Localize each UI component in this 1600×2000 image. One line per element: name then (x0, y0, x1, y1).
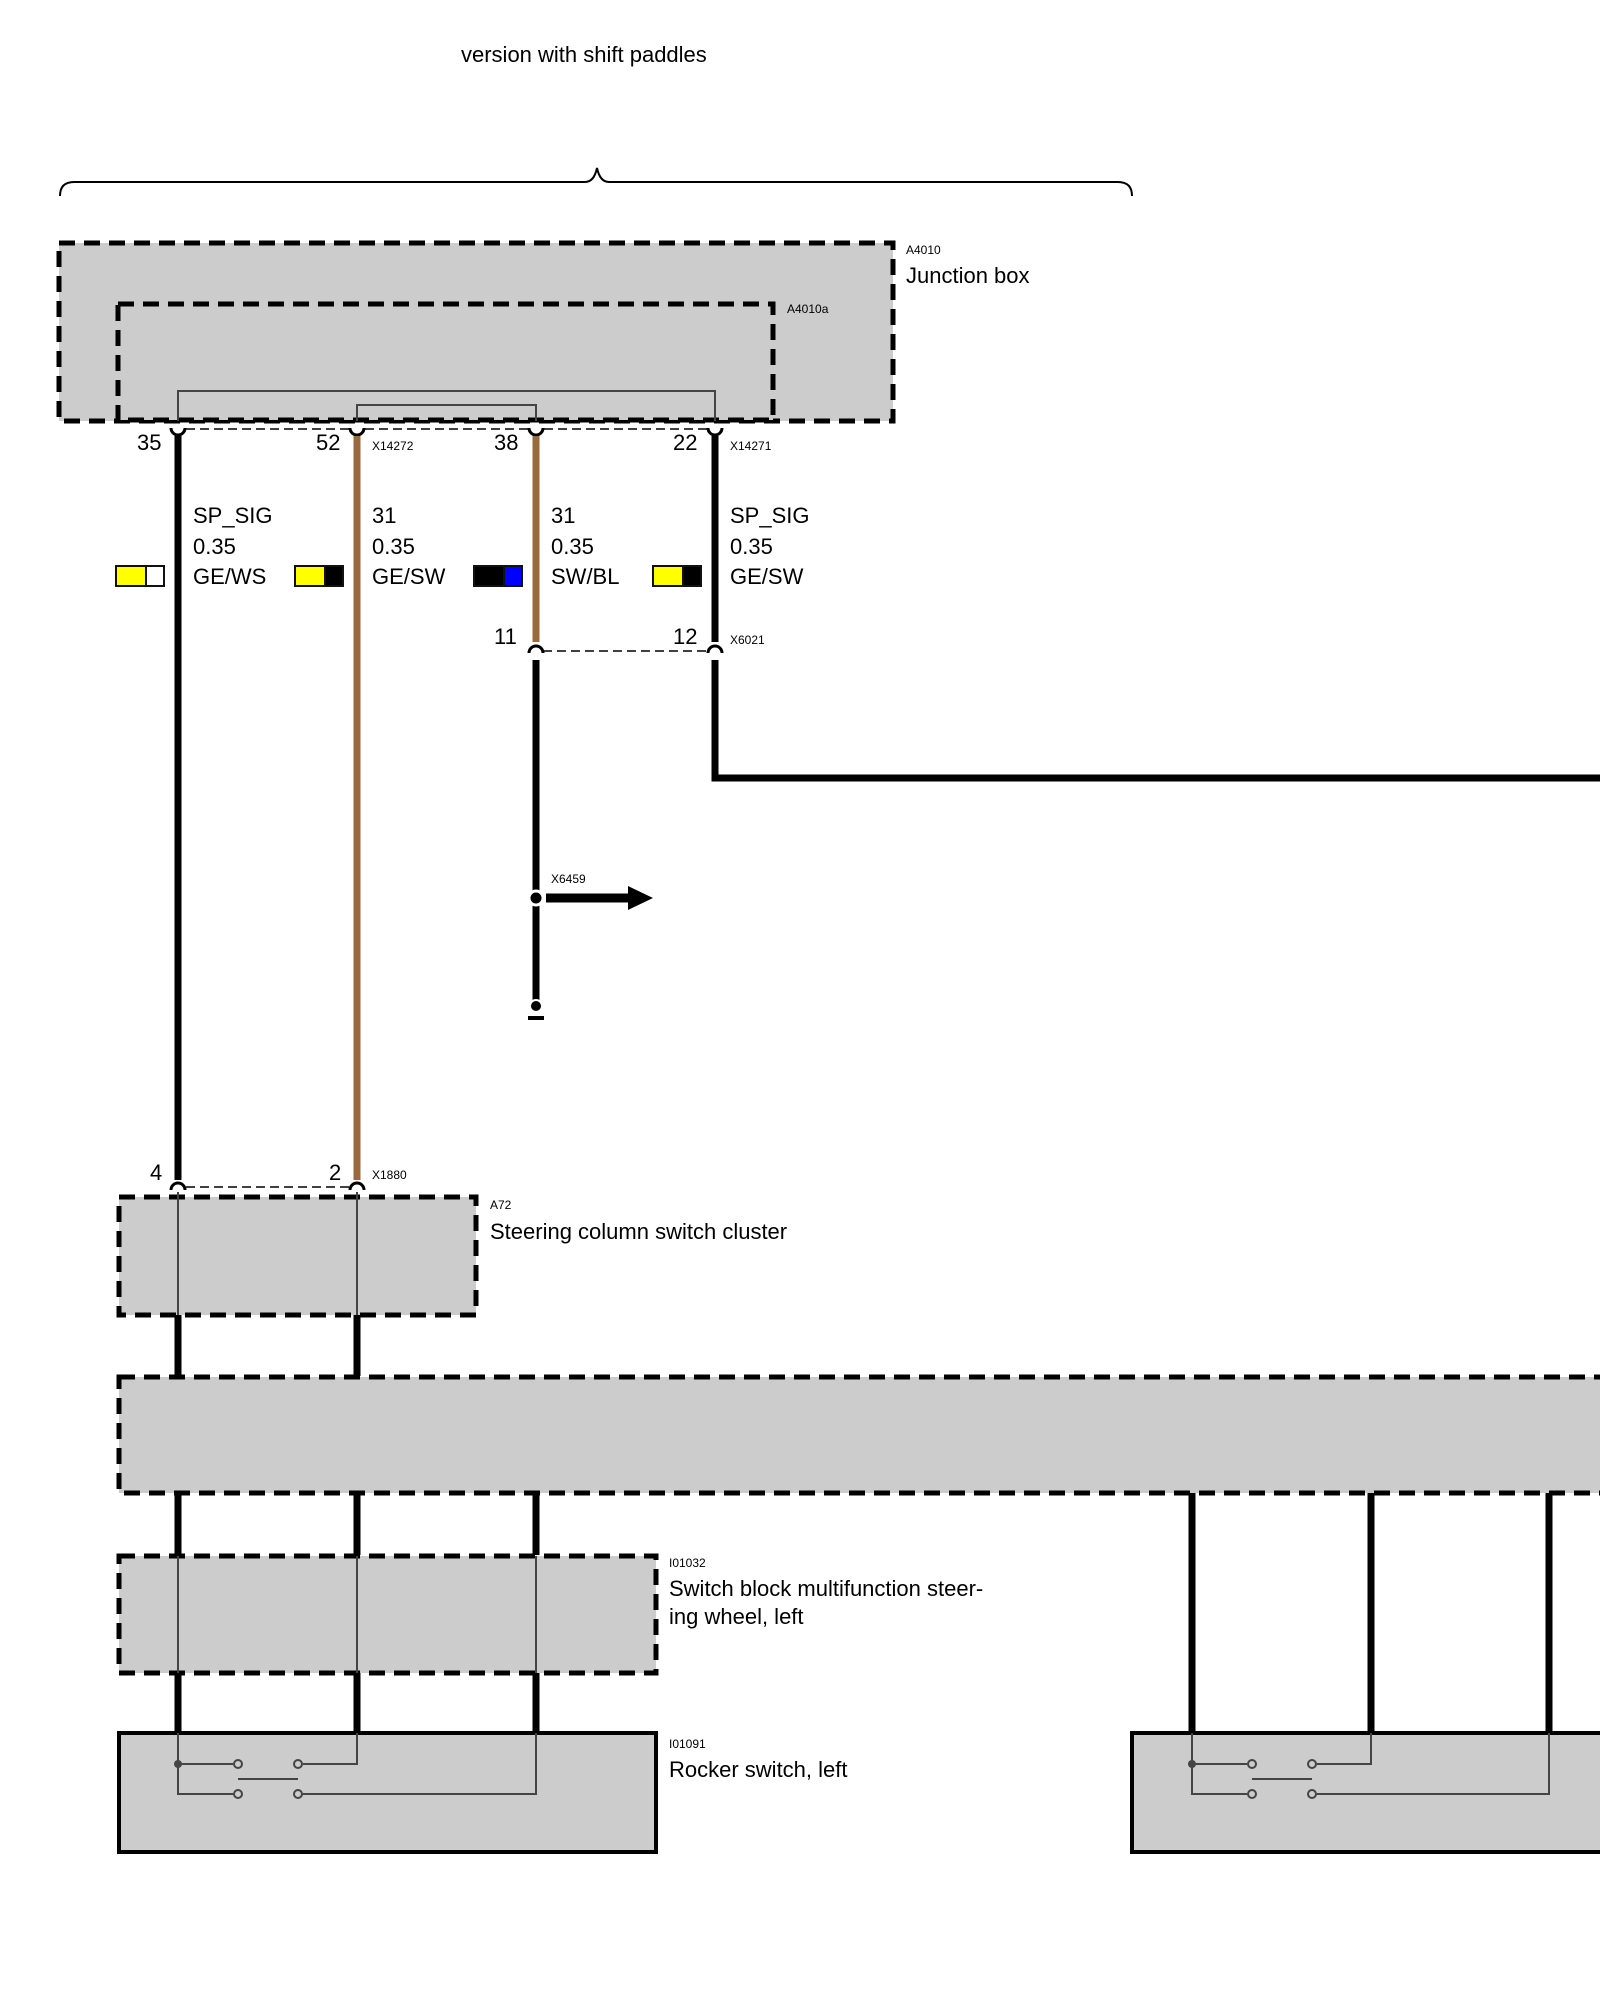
rocker-switch-left[interactable] (117, 1731, 658, 1854)
internal-bridge-52-38 (356, 404, 537, 421)
connector-x1880: X1880 (372, 1168, 407, 1182)
switch-block-name-line2: ing wheel, left (669, 1604, 804, 1629)
wire-terminal-bar (528, 1016, 544, 1020)
steering-column-name: Steering column switch cluster (490, 1219, 788, 1244)
wire-4-color: GE/SW (730, 564, 804, 589)
wheel-bus-component[interactable] (116, 1374, 1600, 1496)
rocker-switch-right[interactable] (1130, 1731, 1600, 1854)
wire-12-to-right[interactable] (711, 660, 1600, 782)
connector-x14272: X14272 (372, 439, 414, 453)
wire-3-signal: 31 (551, 503, 576, 528)
pin-cups-top (169, 427, 724, 437)
pin-cups-x1880 (169, 1181, 366, 1191)
wire-3-gauge: 0.35 (551, 534, 594, 559)
connector-x6459: X6459 (551, 872, 586, 886)
pin-52: 52 (316, 430, 341, 455)
wire-4-signal: SP_SIG (730, 503, 810, 528)
pin-22: 22 (673, 430, 698, 455)
pin-12: 12 (673, 624, 698, 649)
steering-column-ref: A72 (490, 1198, 512, 1212)
splice-x6459[interactable] (527, 889, 545, 907)
junction-box-sub-ref: A4010a (787, 302, 829, 316)
rocker-left-switch-icon (174, 1733, 537, 1799)
pin-38: 38 (494, 430, 519, 455)
rocker-right-switch-icon (1188, 1733, 1550, 1799)
switch-block-multifunction[interactable] (116, 1553, 659, 1676)
connector-x6021: X6021 (730, 633, 765, 647)
wire-1-color: GE/WS (193, 564, 267, 589)
grouping-brace (59, 167, 1133, 197)
switch-block-name-line1: Switch block multifunction steer- (669, 1576, 984, 1601)
pin-4: 4 (150, 1160, 163, 1185)
splice-arrow-icon (628, 886, 653, 910)
junction-box-ref: A4010 (906, 243, 941, 257)
wire-3-color-swatch (473, 565, 523, 587)
switch-block-ref: I01032 (669, 1556, 706, 1570)
wire-4-gauge: 0.35 (730, 534, 773, 559)
wire-2-color: GE/SW (372, 564, 446, 589)
rocker-switch-left-ref: I01091 (669, 1737, 706, 1751)
wire-terminal-end (529, 999, 543, 1013)
junction-box-sub[interactable] (115, 301, 776, 423)
wire-1-gauge: 0.35 (193, 534, 236, 559)
pin-cups-x6021 (527, 644, 724, 654)
steering-column-switch-cluster[interactable] (116, 1194, 479, 1318)
internal-bridge-35-22 (177, 390, 716, 421)
wire-2-gauge: 0.35 (372, 534, 415, 559)
pin-35: 35 (137, 430, 162, 455)
wire-2-signal: 31 (372, 503, 397, 528)
pin-2: 2 (329, 1160, 342, 1185)
wire-1-color-swatch (115, 565, 165, 587)
wire-4-color-swatch (652, 565, 702, 587)
wire-1-signal: SP_SIG (193, 503, 273, 528)
diagram-title: version with shift paddles (461, 42, 707, 67)
wire-2-color-swatch (294, 565, 344, 587)
rocker-switch-left-name: Rocker switch, left (669, 1757, 848, 1782)
junction-box-name: Junction box (906, 263, 1030, 288)
pin-11: 11 (494, 624, 517, 649)
connector-x14271: X14271 (730, 439, 772, 453)
wire-3-color: SW/BL (551, 564, 620, 589)
